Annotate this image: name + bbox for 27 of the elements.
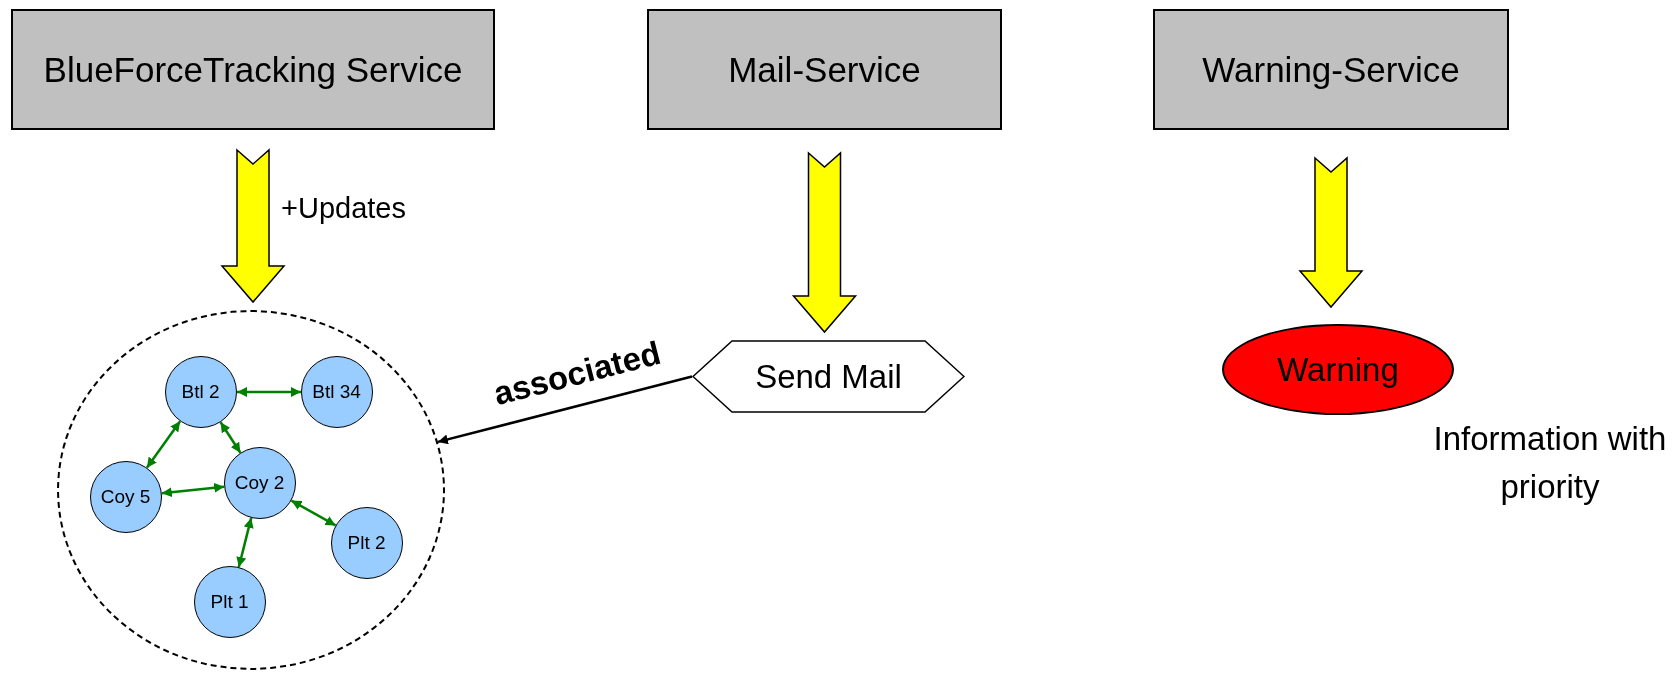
double-arrow [145, 420, 182, 469]
service-box [1153, 9, 1509, 130]
arrow [437, 375, 693, 445]
node-label: Mail-Service [728, 48, 921, 91]
node-label: Warning-Service [1202, 48, 1460, 91]
block-arrow [220, 148, 286, 304]
node-label: Plt 2 [347, 530, 386, 555]
service-box [647, 9, 1002, 130]
node-label: Warning [1277, 349, 1399, 390]
node-label: Send Mail [755, 356, 902, 397]
node-label: Plt 1 [210, 589, 249, 614]
node-label: Coy 5 [100, 484, 151, 509]
service-box [11, 9, 495, 130]
double-arrow [290, 499, 337, 527]
node-label: BlueForceTracking Service [43, 48, 463, 91]
note-text: Information with priority [1432, 419, 1668, 507]
block-arrow [1298, 156, 1364, 309]
group-circle [57, 310, 445, 670]
double-arrow [219, 421, 242, 454]
double-arrow [161, 482, 225, 498]
double-arrow [237, 387, 301, 397]
node-label: Coy 2 [234, 470, 285, 495]
node-label: Btl 34 [312, 379, 361, 404]
block-arrow [791, 151, 858, 334]
double-arrow [236, 517, 254, 568]
node-label: Btl 2 [181, 379, 220, 404]
action-hexagon [692, 340, 965, 413]
